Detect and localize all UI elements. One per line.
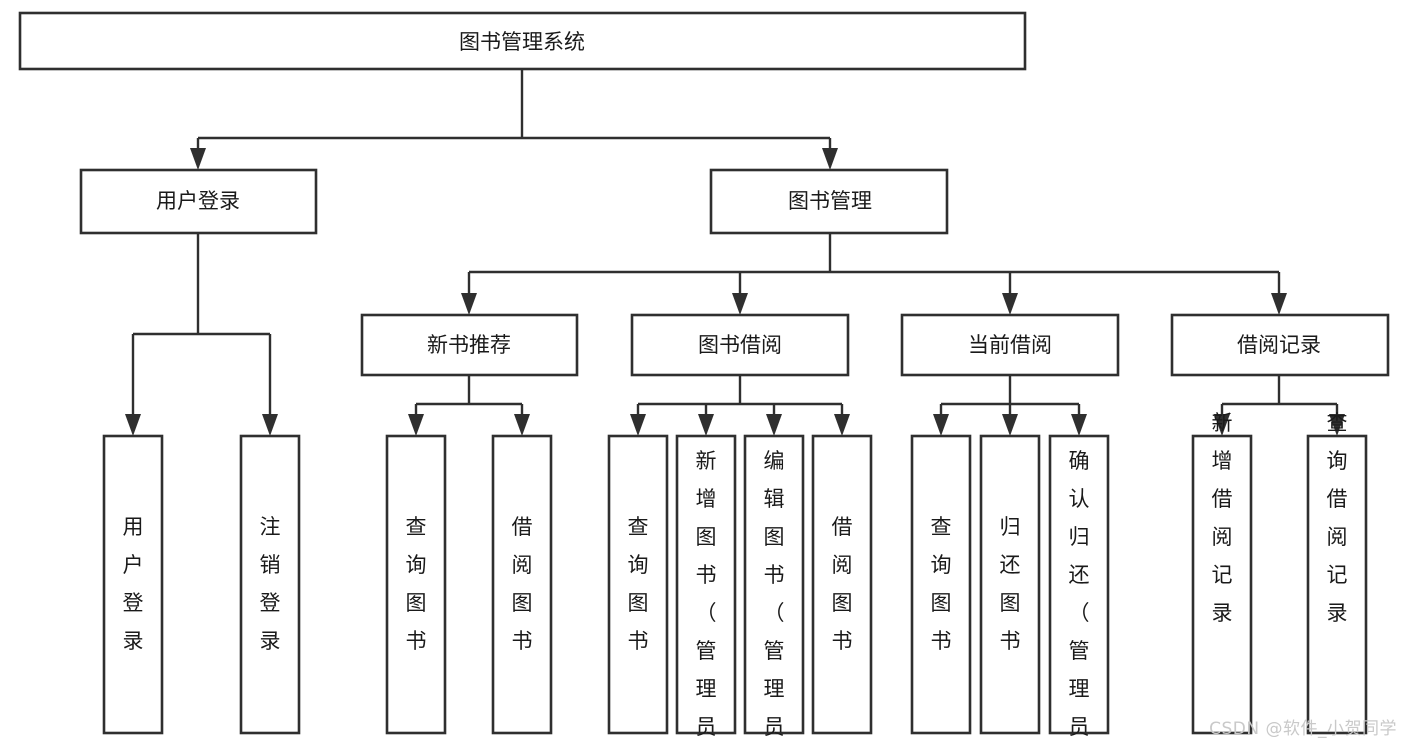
arrow-head-leaf-user-login [125, 414, 141, 436]
arrow-head-book-manage [822, 148, 838, 170]
arrow-head-book-borrow [732, 293, 748, 315]
node-root[interactable]: 图书管理系统 [18, 11, 1027, 71]
node-leaf-query-record-box[interactable] [1306, 434, 1368, 735]
node-leaf-edit-book[interactable]: 编辑图书（管理员） [743, 434, 805, 747]
node-leaf-return-book-label: 归还图书 [1000, 515, 1021, 653]
node-leaf-add-book[interactable]: 新增图书（管理员） [675, 434, 737, 747]
node-leaf-logout-login[interactable]: 注销登录 [239, 434, 301, 735]
arrow-head-borrow-record [1271, 293, 1287, 315]
node-leaf-borrow-book-1[interactable]: 借阅图书 [491, 434, 553, 735]
arrow-head-leaf-borrow-book-1 [514, 414, 530, 436]
node-leaf-return-book-box[interactable] [979, 434, 1041, 735]
node-leaf-add-record-box[interactable] [1191, 434, 1253, 735]
arrow-head-leaf-query-book-3 [933, 414, 949, 436]
node-leaf-borrow-book-2-box[interactable] [811, 434, 873, 735]
node-leaf-add-record-label: 新增借阅记录 [1212, 411, 1233, 625]
node-leaf-query-book-2-label: 查询图书 [628, 515, 649, 653]
node-leaf-query-record[interactable]: 查询借阅记录 [1306, 411, 1368, 735]
node-current-borrow[interactable]: 当前借阅 [900, 313, 1120, 377]
arrow-head-leaf-return-book [1002, 414, 1018, 436]
node-user-login[interactable]: 用户登录 [79, 168, 318, 235]
node-borrow-record-label: 借阅记录 [1237, 333, 1321, 357]
csdn-watermark: CSDN @软件_小贺同学 [1209, 719, 1397, 739]
node-leaf-query-book-1-box[interactable] [385, 434, 447, 735]
node-root-box[interactable] [18, 11, 1027, 71]
node-book-manage-box[interactable] [709, 168, 949, 235]
arrow-head-leaf-edit-book [766, 414, 782, 436]
node-borrow-record[interactable]: 借阅记录 [1170, 313, 1390, 377]
node-new-book-recommend-label: 新书推荐 [427, 333, 511, 357]
node-borrow-record-box[interactable] [1170, 313, 1390, 377]
node-leaf-borrow-book-1-label: 借阅图书 [512, 515, 533, 653]
node-leaf-add-book-box[interactable] [675, 434, 737, 735]
node-leaf-confirm-return-label: 确认归还（管理员） [1069, 449, 1090, 747]
arrow-head-current-borrow [1002, 293, 1018, 315]
node-new-book-recommend[interactable]: 新书推荐 [360, 313, 579, 377]
node-leaf-confirm-return-box[interactable] [1048, 434, 1110, 735]
node-book-borrow[interactable]: 图书借阅 [630, 313, 850, 377]
arrow-head-user-login [190, 148, 206, 170]
node-leaf-confirm-return[interactable]: 确认归还（管理员） [1048, 434, 1110, 747]
node-leaf-borrow-book-1-box[interactable] [491, 434, 553, 735]
node-leaf-query-book-1[interactable]: 查询图书 [385, 434, 447, 735]
arrow-head-leaf-query-book-2 [630, 414, 646, 436]
node-new-book-recommend-box[interactable] [360, 313, 579, 377]
node-leaf-add-book-label: 新增图书（管理员） [696, 449, 717, 747]
node-book-manage[interactable]: 图书管理 [709, 168, 949, 235]
node-current-borrow-box[interactable] [900, 313, 1120, 377]
node-leaf-user-login-box[interactable] [102, 434, 164, 735]
arrow-head-new-book-recommend [461, 293, 477, 315]
arrow-head-leaf-logout-login [262, 414, 278, 436]
node-leaf-query-book-3-label: 查询图书 [931, 515, 952, 653]
node-current-borrow-label: 当前借阅 [968, 333, 1052, 357]
node-leaf-query-book-3-box[interactable] [910, 434, 972, 735]
node-leaf-edit-book-box[interactable] [743, 434, 805, 735]
node-leaf-add-record[interactable]: 新增借阅记录 [1191, 411, 1253, 735]
node-leaf-edit-book-label: 编辑图书（管理员） [764, 449, 785, 747]
node-book-borrow-box[interactable] [630, 313, 850, 377]
connector-layer [125, 69, 1345, 436]
node-leaf-query-book-1-label: 查询图书 [406, 515, 427, 653]
node-root-label: 图书管理系统 [459, 30, 585, 54]
node-user-login-label: 用户登录 [156, 189, 240, 213]
node-leaf-query-book-2[interactable]: 查询图书 [607, 434, 669, 735]
arrow-head-leaf-borrow-book-2 [834, 414, 850, 436]
node-user-login-box[interactable] [79, 168, 318, 235]
arrow-head-leaf-add-book [698, 414, 714, 436]
node-leaf-borrow-book-2[interactable]: 借阅图书 [811, 434, 873, 735]
arrow-head-leaf-confirm-return [1071, 414, 1087, 436]
node-leaf-logout-login-box[interactable] [239, 434, 301, 735]
arrow-head-leaf-add-record [1214, 414, 1230, 436]
node-book-manage-label: 图书管理 [788, 189, 872, 213]
node-leaf-logout-login-label: 注销登录 [260, 515, 281, 653]
node-leaf-borrow-book-2-label: 借阅图书 [832, 515, 853, 653]
node-leaf-user-login[interactable]: 用户登录 [102, 434, 164, 735]
node-leaf-query-book-2-box[interactable] [607, 434, 669, 735]
node-leaf-query-book-3[interactable]: 查询图书 [910, 434, 972, 735]
node-leaf-query-record-label: 查询借阅记录 [1327, 411, 1348, 625]
node-leaf-user-login-label: 用户登录 [123, 515, 144, 653]
arrow-head-leaf-query-book-1 [408, 414, 424, 436]
node-book-borrow-label: 图书借阅 [698, 333, 782, 357]
arrow-head-leaf-query-record [1329, 414, 1345, 436]
node-leaf-return-book[interactable]: 归还图书 [979, 434, 1041, 735]
